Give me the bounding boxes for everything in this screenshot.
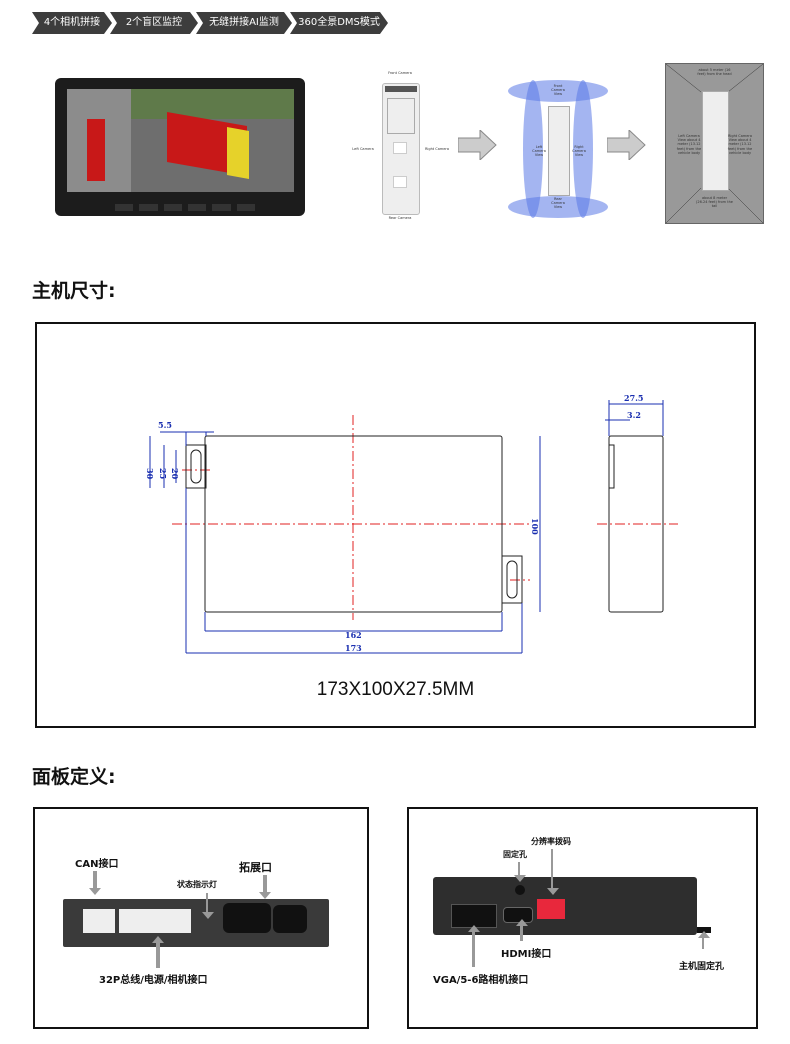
fix-hole-label: 固定孔 [503,849,527,859]
rear-panel-photo: 分辨率拨码 固定孔 HDMI接口 VGA/5-6路相机接口 主机固定孔 [407,807,758,1029]
camera-layout-diagram: Front Camera Left Camera Right Camera Re… [345,63,460,223]
dim-tab-offset: 5.5 [158,420,172,430]
front-view-label: Front Camera View [551,84,565,97]
front-panel-photo: CAN接口 状态指示灯 拓展口 32P总线/电源/相机接口 [33,807,369,1029]
right-view-label: Right Camera View [572,145,586,158]
dimension-lines [149,400,664,654]
banner-step: 360全景DMS模式 [290,12,388,34]
monitor-image [55,78,305,216]
main-port-label: 32P总线/电源/相机接口 [99,975,208,986]
arrow-down-icon [89,871,101,895]
arrow-up-icon [468,925,480,967]
housing-outline [185,435,664,613]
camera-distance-diagram: about 5 meter (16 feet) from the head Le… [665,63,764,224]
hdmi-port-label: HDMI接口 [501,949,552,960]
left-camera-label: Left Camera [352,147,374,151]
arrow-up-icon [152,936,164,968]
dim-inner-width: 162 [345,630,362,640]
dim-25: 25 [158,468,168,479]
dim-30: 30 [145,468,155,480]
dim-depth: 27.5 [624,393,643,403]
dimension-drawing: 5.5 30 25 20 100 162 173 27.5 3.2 173X10… [35,322,756,728]
arrow-down-icon [202,893,214,919]
dim-20: 20 [170,468,180,480]
arrow-up-icon [698,931,710,949]
right-distance-label: Right Camera View about 4 meter (13.12 f… [727,134,753,155]
centerlines [172,415,678,620]
banner-step: 无缝拼接AI监测 [196,12,292,34]
expansion-port-label: 拓展口 [239,861,272,874]
arrow-down-icon [514,862,526,882]
right-camera-label: Right Camera [424,147,450,151]
arrow-down-icon [259,875,271,899]
front-camera-label: Front Camera [388,71,412,75]
left-view-label: Left Camera View [532,145,546,158]
banner-step: 4个相机拼接 [32,12,112,34]
arrow-up-icon [516,919,528,941]
can-port-label: CAN接口 [75,859,119,870]
banner-step: 2个盲区监控 [110,12,198,34]
dim-height: 100 [530,518,540,535]
arrow-right-icon [607,130,646,160]
left-distance-label: Left Camera View about 4 meter (13.12 fe… [676,134,702,155]
size-heading: 主机尺寸: [32,280,116,302]
status-led-label: 状态指示灯 [177,879,217,889]
dim-width: 173 [345,643,362,653]
rear-view-label: Rear Camera View [551,197,565,210]
head-distance-label: about 5 meter (16 feet) from the head [697,68,732,77]
tail-distance-label: about 8 meter (26.24 feet) from the tail [696,196,733,209]
panel-heading: 面板定义: [32,766,116,788]
dim-depth-step: 3.2 [627,410,641,420]
host-fix-hole-label: 主机固定孔 [679,962,725,972]
camera-view-diagram: Front Camera View Left Camera View Right… [508,80,608,218]
arrow-right-icon [458,130,497,160]
rear-camera-label: Rear Camera [388,216,412,220]
dip-switch [537,899,565,919]
size-caption: 173X100X27.5MM [316,679,475,700]
vga-port-label: VGA/5-6路相机接口 [433,975,529,986]
arrow-down-icon [547,849,559,895]
dip-switch-label: 分辨率拨码 [531,836,571,846]
